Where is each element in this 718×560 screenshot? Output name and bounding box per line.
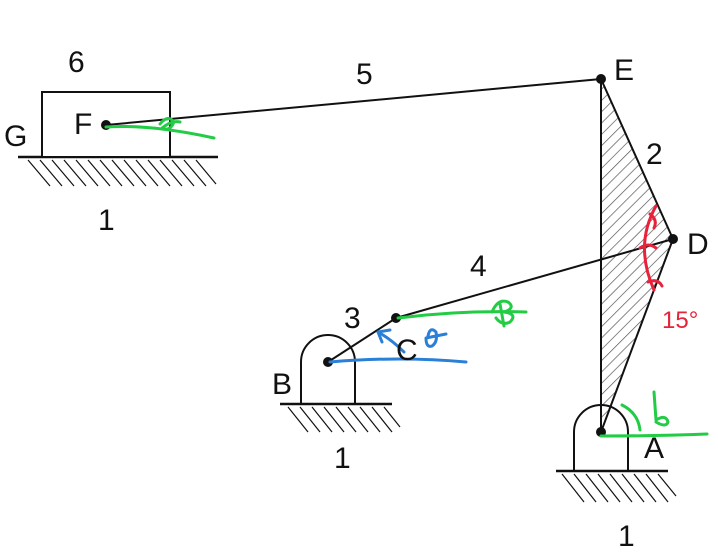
label-link-4: 4 <box>470 250 487 283</box>
ground-slider <box>18 155 218 187</box>
joint-B <box>323 357 333 367</box>
label-point-E: E <box>614 54 634 87</box>
label-link-5: 5 <box>356 58 373 91</box>
blue-annotation-B <box>328 328 468 364</box>
ground-support-A <box>556 404 677 503</box>
label-point-A: A <box>644 432 664 465</box>
green-annotation-C <box>396 299 528 328</box>
label-point-D: D <box>687 228 709 261</box>
annotation-angle-15: 15° <box>662 307 698 334</box>
link-3 <box>327 317 397 363</box>
ground-support-B <box>280 334 401 433</box>
green-annotation-F <box>104 117 216 140</box>
label-ground-G: G <box>4 120 27 153</box>
joint-D <box>668 234 678 244</box>
label-point-F: F <box>74 108 92 141</box>
label-link-3: 3 <box>344 302 361 335</box>
label-ground-1-B: 1 <box>334 442 351 475</box>
label-point-B: B <box>272 368 292 401</box>
green-annotation-A <box>599 390 709 438</box>
link-4 <box>395 238 674 319</box>
label-point-C: C <box>396 334 418 367</box>
joint-C <box>391 313 401 323</box>
label-slider-6: 6 <box>68 46 85 79</box>
red-annotation-D <box>638 204 664 292</box>
label-ground-1-A: 1 <box>618 520 635 553</box>
label-link-2: 2 <box>646 138 663 171</box>
link-5 <box>105 78 602 126</box>
link-2-ternary <box>600 78 675 433</box>
joint-E <box>596 74 606 84</box>
label-ground-1-slider: 1 <box>98 204 115 237</box>
joint-F <box>101 120 111 130</box>
